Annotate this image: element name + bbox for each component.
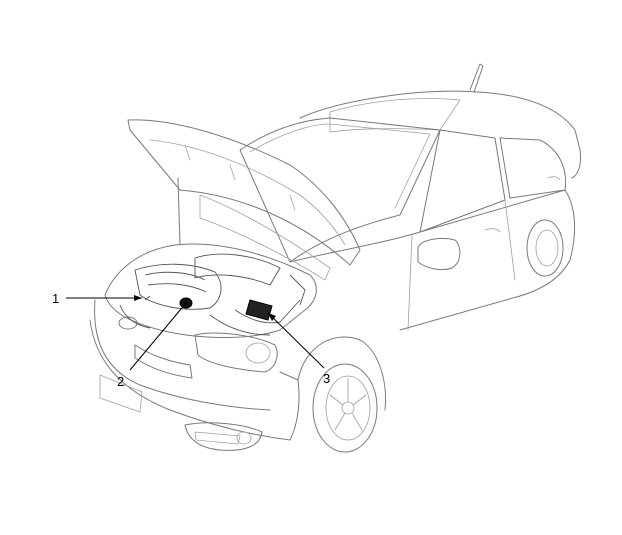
front-wheel-rim xyxy=(325,375,371,441)
front-wheel xyxy=(312,363,378,453)
body-side xyxy=(289,189,575,331)
grille xyxy=(134,344,193,379)
leader-line-3 xyxy=(267,312,325,369)
front-wheel-spokes xyxy=(329,377,367,431)
callout-label-1: 1 xyxy=(52,291,59,306)
hose-front xyxy=(119,304,151,329)
callout-3: 3 xyxy=(267,312,330,386)
door-handle-rear xyxy=(547,176,561,181)
callout-2: 2 xyxy=(117,302,187,389)
oil-dipstick xyxy=(144,295,151,301)
windshield-inner xyxy=(249,123,431,209)
leader-arrow-3 xyxy=(268,313,276,321)
bumper-upper-line xyxy=(94,299,271,411)
antenna xyxy=(469,63,484,93)
car-body xyxy=(89,63,581,453)
hood-inner-line xyxy=(149,139,346,246)
sunroof xyxy=(329,98,461,133)
hood-strut xyxy=(177,177,181,246)
rear-side-window xyxy=(499,137,567,199)
front-bumper xyxy=(89,319,300,441)
door-seam xyxy=(504,199,516,281)
roof-line xyxy=(299,90,581,179)
door-handle-front xyxy=(484,228,501,233)
hood-panel xyxy=(127,119,361,266)
fog-light-vent xyxy=(194,431,241,445)
engine-bay xyxy=(104,243,317,338)
leader-line-2 xyxy=(129,302,187,371)
hood-underside xyxy=(199,194,331,281)
front-wheel-arch xyxy=(297,336,387,411)
intake-manifold xyxy=(134,263,222,310)
leader-arrow-1 xyxy=(134,295,142,301)
headlight xyxy=(194,332,278,373)
open-hood xyxy=(127,119,361,281)
front-wheel-hub xyxy=(341,401,355,415)
callout-label-3: 3 xyxy=(323,371,330,386)
callout-label-2: 2 xyxy=(117,374,124,389)
fog-light xyxy=(236,431,252,445)
headlight-lens xyxy=(245,342,271,364)
fog-light-housing xyxy=(184,422,263,451)
side-mirror xyxy=(417,237,461,271)
battery xyxy=(245,299,273,321)
callout-1: 1 xyxy=(52,291,142,306)
valve-cover xyxy=(194,253,281,286)
rear-wheel-rim xyxy=(535,229,559,267)
coolant-reservoir xyxy=(289,274,306,306)
front-door-seam xyxy=(407,234,413,331)
hose-lower xyxy=(209,314,271,336)
license-plate-area xyxy=(99,374,143,413)
battery-cable xyxy=(234,299,301,324)
hood-ribs xyxy=(184,144,296,211)
windshield xyxy=(239,117,441,263)
intake-runners xyxy=(144,271,207,293)
engine-bay-outline xyxy=(104,243,317,338)
rear-wheel xyxy=(526,219,564,277)
